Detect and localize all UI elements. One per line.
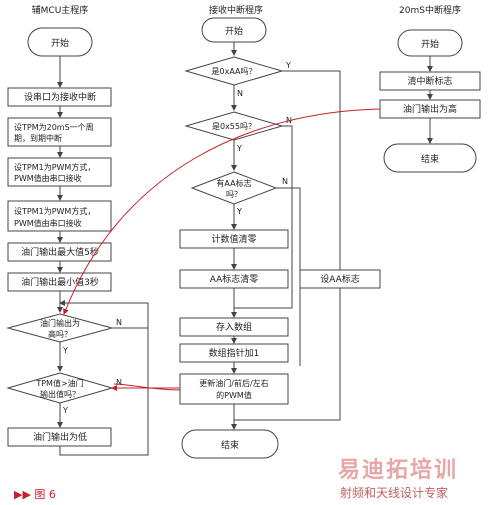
main-decision-tpm-greater-line1: TPM值>油门 [35,378,83,388]
main-decision-throttle-high-line2: 高吗？ [48,329,72,339]
rx-decision-has-aa-flag-line2: 吗？ [226,190,242,199]
main-step-tpm-period-line2: 期，到期中断 [14,133,62,143]
rx-step-aa-flag-clear-label: AA标志清零 [210,273,259,285]
rx-step-count-clear-label: 计数值清零 [211,233,256,245]
watermark-logo-text: 易迪拓培训 [338,458,459,483]
main-step-tpm-period [7,117,112,147]
main-decision-tpm-greater-line2: 输出值吗？ [40,389,80,399]
rx-decision2-y-label: Y [236,144,242,153]
rx-column-title: 接收中断程序 [209,4,263,16]
rx-decision3-y-label: Y [236,207,242,216]
rx-end-terminal [181,429,279,459]
rx-decision-has-aa-flag [190,171,278,205]
timer-end-label: 结束 [421,153,439,165]
main-flow: 开始 设串口为接收中断 设TPM为20mS一个周 期，到期中断 设TPM1为PW… [6,27,149,456]
timer-start-label: 开始 [421,38,439,50]
main-step-tpm1-pwm-a-line1: 设TPM1为PWM方式， [14,162,95,172]
rx-step-store-array-label: 存入数组 [216,321,252,333]
rx-end-label: 结束 [221,439,239,451]
rx-start-label: 开始 [225,25,243,37]
red-link-timer-to-main [63,108,381,315]
main-step-tpm1-pwm-a-line2: PWM值由串口接收 [14,173,82,183]
rx-step-set-aa-flag-label: 设AA标志 [320,273,360,285]
timer-step-clear-flag-label: 清中断标志 [407,75,452,87]
main-decision1-n-label: N [116,318,122,327]
figure-caption: ▶▶ 图 6 [14,488,56,501]
timer-end-terminal [383,143,477,173]
main-step-throttle-min-label: 油门输出最小值3秒 [21,276,99,288]
main-start-label: 开始 [51,37,69,49]
rx-decision-is-0xaa-label: 是0xAA吗？ [212,67,257,76]
timer-step-throttle-high-label: 油门输出为高 [403,103,457,115]
timer-column-title: 20mS中断程序 [399,4,461,16]
main-decision2-n-label: N [116,378,122,387]
rx-flow: 开始 是0xAA吗？ Y N 是0x55吗？ N Y 有AA标志 吗？ N Y … [179,17,381,459]
red-link-pwm-curve [113,383,181,391]
main-step-uart-rx-label: 设串口为接收中断 [24,91,96,103]
rx-decision-is-0x55-label: 是0x55吗？ [212,122,256,131]
main-step-tpm1-pwm-b-line2: PWM值由串口接收 [14,218,82,228]
main-step-throttle-max-label: 油门输出最大值5秒 [21,246,99,258]
main-decision-throttle-high-line1: 油门输出为 [40,318,80,328]
rx-decision-has-aa-flag-line1: 有AA标志 [216,178,251,188]
rx-decision3-n-label: N [282,177,288,186]
main-decision1-y-label: Y [62,346,68,355]
main-step-tpm-period-line1: 设TPM为20mS一个周 [14,122,94,132]
rx-step-update-pwm-line2: 的PWM值 [216,390,252,400]
watermark-tagline: 射频和天线设计专家 [340,486,449,500]
rx-step-pointer-inc-label: 数组指针加1 [209,347,260,359]
main-step-throttle-low-label: 油门输出为低 [33,431,87,443]
main-step-tpm1-pwm-b-line1: 设TPM1为PWM方式， [14,206,95,216]
rx-step-update-pwm [179,373,289,405]
rx-decision1-y-label: Y [285,61,291,70]
timer-flow: 开始 清中断标志 油门输出为高 结束 [379,29,481,173]
rx-step-update-pwm-line1: 更新油门/前后/左右 [199,378,268,388]
main-step-throttle-low [7,427,112,447]
main-column-title: 辅MCU主程序 [32,4,89,16]
rx-decision1-n-label: N [237,89,243,98]
main-decision2-y-label: Y [62,406,68,415]
